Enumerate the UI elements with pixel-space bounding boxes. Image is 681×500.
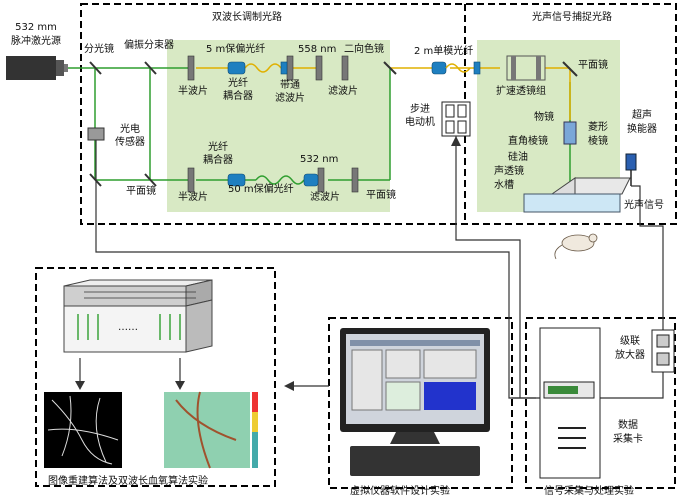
laser-wavelength-label: 532 mm [15,22,57,33]
section-virtual-instrument-title: 虚拟仪器软件设计实验 [350,486,450,497]
rhombic-label-2: 棱镜 [588,136,608,147]
wl-558-label: 558 nm [298,44,337,55]
filter-1-label: 滤波片 [328,86,358,97]
flat-mirror-bottom-label: 平面镜 [366,190,396,201]
sm-fiber-output-icon [473,61,481,75]
pm-fiber-5m-label: 5 m保偏光纤 [206,44,266,55]
pa-signal-label: 光声信号 [624,200,664,211]
laser-name-label: 脉冲激光源 [11,36,61,47]
transducer-label-2: 换能器 [627,124,657,135]
laser-source-icon [6,56,68,80]
amplifier-label-1: 级联 [620,336,640,347]
amplifier-icon [651,329,675,373]
bandpass-label-1: 带通 [280,80,300,91]
section-photoacoustic-title: 光声信号捕捉光路 [532,12,612,23]
objective-label: 物镜 [534,112,554,123]
filter-2 [317,167,325,193]
pm-fiber-50m-label: 50 m保偏光纤 [228,184,294,195]
signal-connections [95,136,664,399]
stepper-motor-icon [441,101,471,137]
amplifier-label-2: 放大器 [615,350,645,361]
frame-image-recon [35,267,276,487]
coupler-1-label-1: 光纤 [228,78,248,89]
coupler-2-label-1: 光纤 [208,142,228,153]
stepper-label-1: 步进 [410,104,430,115]
sample-block-icon [63,279,213,353]
water-tank-label: 水槽 [494,180,514,191]
objective-icon [563,121,577,145]
photo-sensor-label-1: 光电 [120,124,140,135]
transducer-label-1: 超声 [632,110,652,121]
half-wave-plate-1 [187,55,195,81]
bandpass-label-2: 滤波片 [275,93,305,104]
filter-2-label: 滤波片 [310,192,340,203]
frame-virtual-instrument [328,317,513,489]
pbs-label: 偏振分束器 [124,40,174,51]
sm-fiber-coil [445,63,471,73]
beam-expander-icon [506,55,546,81]
daq-card-label-2: 采集卡 [613,434,643,445]
section-image-recon-title: 图像重建算法及双波长血氧算法实验 [48,476,208,487]
mouse-icon [554,233,598,260]
yellow-beam-paths [196,63,571,120]
flat-mirror-left-label: 平面镜 [126,186,156,197]
pc-tower-icon [539,327,601,479]
fiber-coupler-558-icon [280,61,288,75]
coupler-1-label-2: 耦合器 [223,91,253,102]
sm-fiber-2m-label: 2 m单模光纤 [414,46,474,57]
half-wave-1-label: 半波片 [178,86,208,97]
pbs-icon [144,61,157,75]
rhombic-prism-icon [566,177,631,195]
fiber-coupler-532-icon [303,173,319,187]
dichroic-mirror [341,55,349,81]
beam-splitter-icon [89,61,102,75]
flat-mirror-right-label: 平面镜 [578,60,608,71]
photo-sensor-label-2: 传感器 [115,137,145,148]
mirror-capture-icon [562,61,578,77]
oxygen-map-image-icon [164,391,258,469]
acoustic-lens-label: 声透镜 [494,166,524,177]
section-dual-wavelength-title: 双波长调制光路 [212,12,282,23]
frame-signal-acq [525,317,676,489]
monitor-icon [340,328,490,476]
rhombic-label-1: 菱形 [588,122,608,133]
arrow-to-recon [284,381,294,391]
sm-fiber-input-icon [431,61,447,75]
water-tank-icon [523,193,621,213]
silicone-oil-label: 硅油 [508,152,528,163]
frame-optical-paths [80,3,677,225]
vasculature-image-icon [44,392,122,468]
filter-1 [315,55,323,81]
mirror-left-icon [144,173,157,187]
half-wave-2-label: 半波片 [178,192,208,203]
ellipsis-label: …… [118,322,138,333]
mirror-top-right-icon [383,61,397,75]
bandpass-filter [286,55,294,81]
arrow-to-stepper [451,136,461,146]
mirror-bottom-right [351,167,359,193]
fiber-coupler-1-icon [227,61,246,75]
daq-card-label-1: 数据 [618,420,638,431]
transducer-icon [625,153,637,171]
fiber-coupler-2-icon [227,173,246,187]
photo-sensor-icon [87,127,105,141]
stepper-label-2: 电动机 [405,117,435,128]
wl-532-label: 532 nm [300,154,339,165]
coupler-2-label-2: 耦合器 [203,155,233,166]
half-wave-plate-2 [187,167,195,193]
beam-expander-label: 扩速透镜组 [496,86,546,97]
green-beam-paths [68,67,571,200]
right-prism-label: 直角棱镜 [508,136,548,147]
dichroic-label: 二向色镜 [344,44,384,55]
beam-splitter-label: 分光镜 [84,44,114,55]
section-signal-acq-title: 信号采集与处理实验 [544,486,634,497]
